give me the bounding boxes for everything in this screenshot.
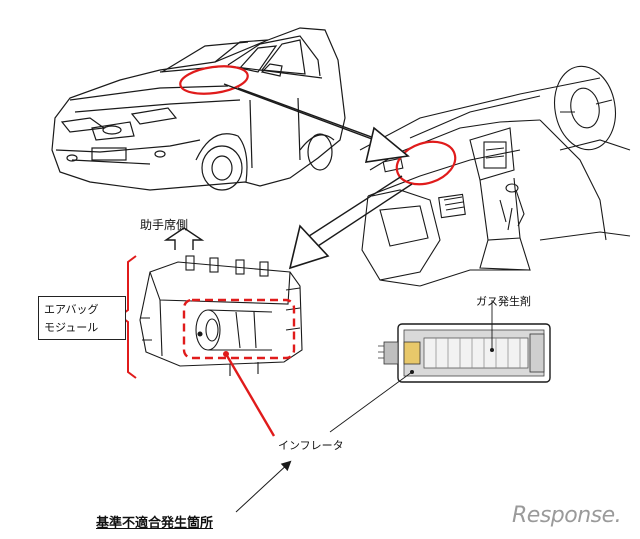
inflator-pointer-line (224, 353, 276, 437)
defect-location-label: 基準不適合発生箇所 (96, 516, 214, 531)
car-airbag-highlight (179, 65, 249, 95)
dashboard-illustration (359, 65, 631, 287)
passenger-side-arrow (163, 227, 205, 250)
response-watermark: Response. (512, 503, 622, 528)
defect-arrow (235, 460, 292, 513)
passenger-side-label: 助手席側 (140, 218, 189, 232)
dash-airbag-highlight (395, 140, 457, 186)
inflator-highlight-box (182, 298, 296, 360)
zoom-arrow-dash-to-module (288, 175, 413, 270)
airbag-module-illustration (139, 255, 303, 376)
car-illustration (51, 27, 346, 191)
inflator-label: インフレータ (278, 439, 344, 452)
airbag-module-label-line2: モジュール (44, 321, 99, 334)
airbag-module-label-box (38, 296, 126, 340)
zoom-arrow-car-to-dash (223, 83, 410, 163)
inflator-cross-section (329, 300, 551, 433)
airbag-module-label-line1: エアバッグ (44, 303, 99, 316)
gas-generant-label: ガス発生剤 (476, 295, 531, 308)
